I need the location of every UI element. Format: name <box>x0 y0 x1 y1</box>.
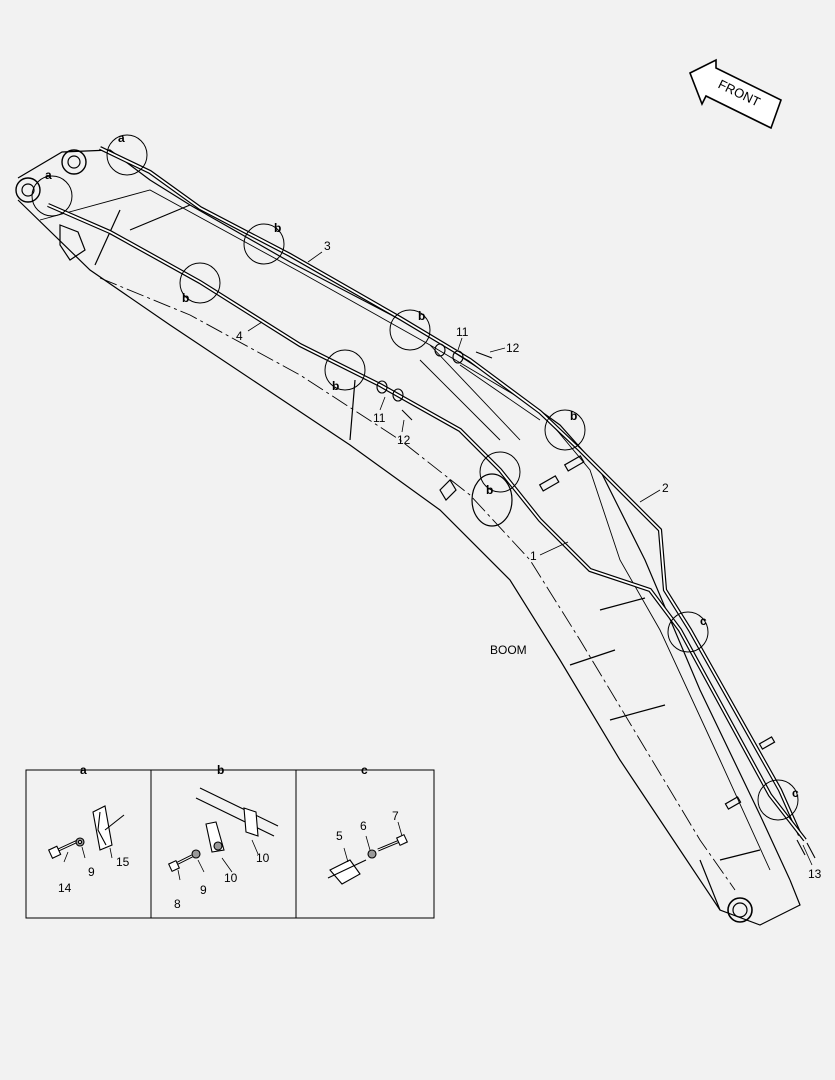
callout-a-lower: a <box>45 168 52 182</box>
part-label-11-lower: 11 <box>373 411 386 425</box>
part-label-3: 3 <box>324 239 331 253</box>
detail-c-title: c <box>361 763 368 777</box>
detail-b-drawing <box>167 787 279 881</box>
callout-c-1: c <box>700 614 707 628</box>
detail-c-drawing <box>327 821 409 885</box>
callout-b-1: b <box>274 221 281 235</box>
detail-a-part-14: 14 <box>58 881 72 895</box>
part-label-11-upper: 11 <box>456 325 469 339</box>
detail-circles <box>31 134 799 821</box>
detail-a-title: a <box>80 763 87 777</box>
callout-b-3: b <box>418 309 425 323</box>
part-label-4: 4 <box>236 329 243 343</box>
part-label-2: 2 <box>662 481 669 495</box>
leader-lines <box>247 251 813 866</box>
callout-b-5: b <box>570 409 577 423</box>
detail-panels <box>25 769 435 919</box>
part-label-13: 13 <box>808 867 822 881</box>
detail-a-part-15: 15 <box>116 855 130 869</box>
callout-c-2: c <box>792 786 799 800</box>
detail-b-part-9: 9 <box>200 883 207 897</box>
detail-b-title: b <box>217 763 224 777</box>
part-label-12-lower: 12 <box>397 433 411 447</box>
fittings-11-12 <box>376 343 816 859</box>
detail-a-drawing <box>47 805 125 863</box>
detail-b-part-10-lower: 10 <box>224 871 238 885</box>
detail-c-part-7: 7 <box>392 809 399 823</box>
part-label-12-upper: 12 <box>506 341 520 355</box>
pipes <box>47 146 807 842</box>
detail-c-part-6: 6 <box>360 819 367 833</box>
detail-b-part-8: 8 <box>174 897 181 911</box>
detail-a-part-9: 9 <box>88 865 95 879</box>
callout-a-upper: a <box>118 131 125 145</box>
detail-c-part-5: 5 <box>336 829 343 843</box>
detail-b-part-10-upper: 10 <box>256 851 270 865</box>
callout-b-2: b <box>182 291 189 305</box>
part-label-1: 1 <box>530 549 537 563</box>
front-arrow: FRONT <box>688 58 782 130</box>
callout-b-4: b <box>332 379 339 393</box>
boom-label: BOOM <box>490 643 527 657</box>
callout-b-6: b <box>486 483 493 497</box>
